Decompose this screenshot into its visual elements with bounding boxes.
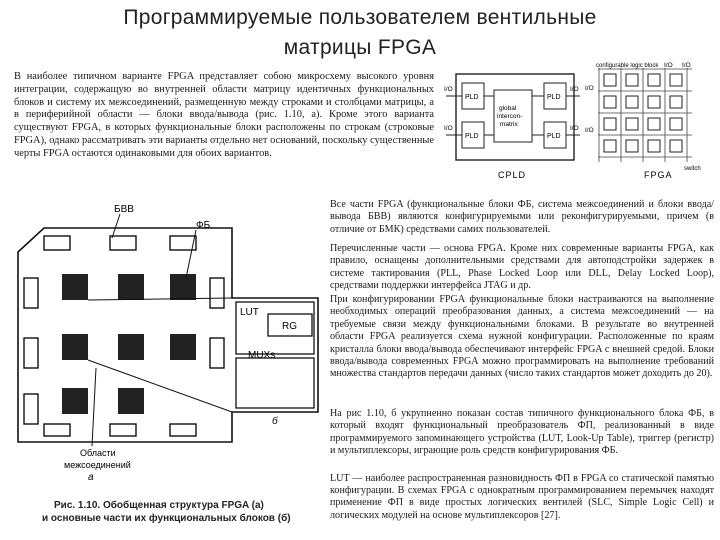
fpga-logic-cell (625, 95, 639, 109)
fpga-logic-cell (603, 117, 617, 131)
io-top-label: I/O (664, 62, 673, 69)
fpga-logic-cell (669, 73, 683, 87)
figure-caption-line-2: и основные части их функциональных блоко… (42, 513, 291, 524)
cpld-diagram: PLD PLD PLD PLD global intercon- matrix … (444, 73, 580, 180)
fpga-logic-cell (647, 95, 661, 109)
cpld-label: CPLD (498, 170, 526, 180)
io-left-label: I/O (585, 127, 594, 134)
pld-label: PLD (547, 133, 561, 140)
fpga-logic-cell (625, 139, 639, 153)
io-left-label: I/O (585, 85, 594, 92)
paragraph-2: Перечисленные части — основа FPGA. Кроме… (330, 243, 714, 292)
paragraph-5: LUT — наиболее распространенная разновид… (330, 473, 714, 521)
fig-b-label: б (272, 415, 278, 427)
io-label: I/O (444, 86, 453, 93)
fpga-block-grid (598, 68, 692, 162)
io-label: I/O (444, 125, 453, 132)
global-interconnect-label-2: intercon- (497, 113, 522, 120)
fpga-logic-cell (669, 95, 683, 109)
fpga-logic-cell (647, 139, 661, 153)
io-blocks (23, 235, 225, 437)
paragraph-1: Все части FPGA (функциональные блоки ФБ,… (330, 199, 714, 235)
global-interconnect-label-3: matrix (500, 121, 518, 128)
global-interconnect-label-1: global (499, 105, 517, 112)
pld-label: PLD (547, 94, 561, 101)
io-label: I/O (570, 86, 579, 93)
fpga-logic-cell (669, 117, 683, 131)
io-label: I/O (570, 125, 579, 132)
fpga-logic-cell (603, 139, 617, 153)
fpga-label: FPGA (644, 170, 673, 180)
switch-label: switch (684, 166, 701, 172)
figure-caption-line-1: Рис. 1.10. Обобщенная структура FPGA (а) (54, 500, 264, 511)
interconnect-area-label-1: Области (80, 448, 116, 458)
fig-a-label: а (88, 472, 94, 483)
paragraph-4: На рис 1.10, б укрупненно показан состав… (330, 408, 714, 457)
fpga-logic-cell (669, 139, 683, 153)
lut-label: LUT (240, 307, 259, 318)
fpga-logic-cell (647, 73, 661, 87)
muxs-label: MUXs (248, 350, 275, 361)
fpga-logic-cell (625, 73, 639, 87)
fpga-logic-cell (625, 117, 639, 131)
cpld-fpga-figure: PLD PLD PLD PLD global intercon- matrix … (444, 62, 701, 180)
function-blocks (62, 274, 196, 414)
fpga-structure-figure: LUT RG MUXs б БВВ ФБ Области межсоединен… (17, 204, 319, 483)
fpga-logic-cell (647, 117, 661, 131)
fpga-diagram: configurable logic block I/O I/O I/O I/O… (585, 62, 701, 180)
fb-label: ФБ (196, 220, 211, 231)
pld-label: PLD (465, 133, 479, 140)
clb-label: configurable logic block (596, 63, 659, 69)
chip-outline (17, 227, 319, 443)
bbv-label: БВВ (114, 204, 134, 215)
paragraph-3: При конфигурировании FPGA функциональные… (330, 294, 714, 380)
page-title-line-2: матрицы FPGA (283, 36, 437, 59)
function-block-detail (235, 301, 315, 409)
fpga-logic-cell (603, 95, 617, 109)
fpga-logic-cell (603, 73, 617, 87)
pld-label: PLD (465, 94, 479, 101)
interconnect-area-label-2: межсоединений (64, 460, 131, 470)
rg-label: RG (282, 321, 297, 332)
intro-paragraph: В наиболее типичном варианте FPGA предст… (14, 71, 434, 159)
io-top-label: I/O (682, 62, 691, 69)
page-title-line-1: Программируемые пользователем вентильные (123, 6, 597, 29)
